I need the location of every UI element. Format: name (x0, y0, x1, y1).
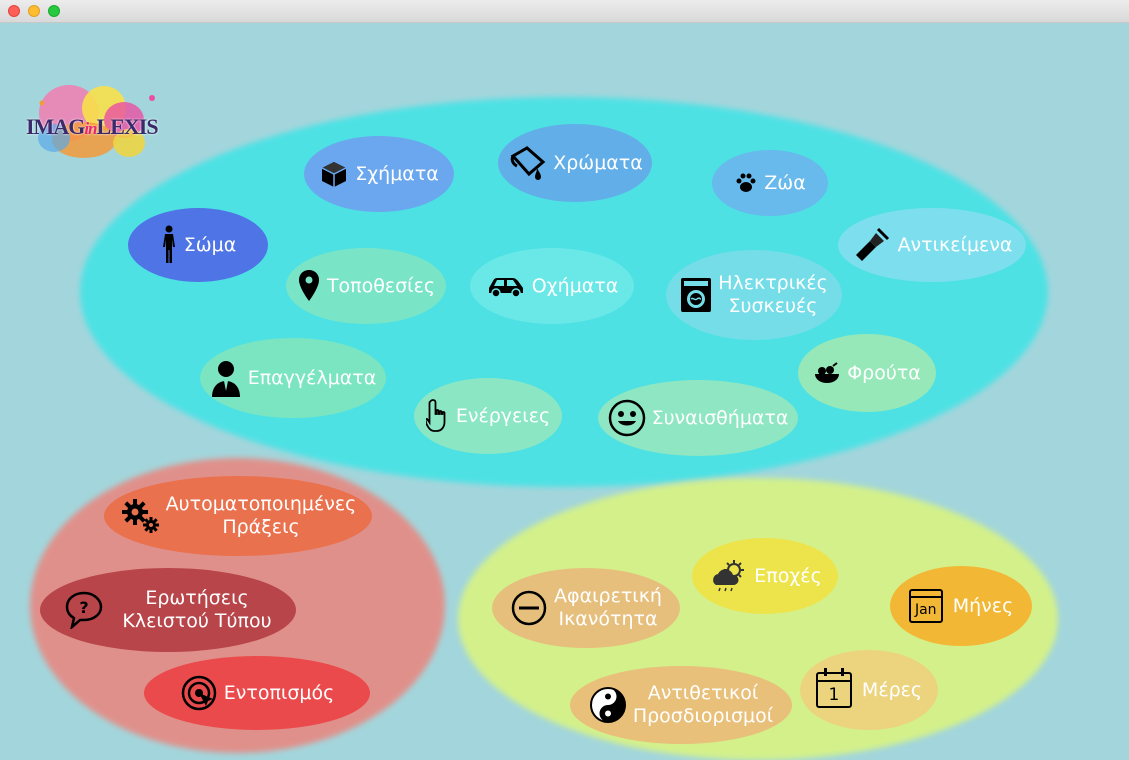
action-automatopoiimenes-label: Αυτοματοποιημένες Πράξεις (165, 493, 357, 538)
category-energeies-label: Ενέργειες (455, 404, 551, 427)
category-soma-button[interactable]: Σώμα (128, 208, 268, 282)
smiley-face-icon (608, 399, 646, 437)
calendar-month-icon: Jan (908, 589, 943, 623)
cube-icon (319, 159, 349, 189)
category-chromata-label: Χρώματα (553, 151, 643, 174)
concept-mines-button[interactable]: Jan Μήνες (890, 566, 1032, 646)
businessman-icon (210, 359, 242, 397)
zoom-window-button[interactable] (48, 5, 60, 17)
concept-antithetikoi-label: Αντιθετικοί Προσδιορισμοί (632, 682, 774, 727)
minus-circle-icon (510, 589, 548, 627)
category-chromata-button[interactable]: Χρώματα (498, 124, 652, 202)
category-epaggelmata-label: Επαγγέλματα (247, 366, 377, 389)
concept-meres-label: Μέρες (861, 678, 923, 701)
category-energeies-button[interactable]: Ενέργειες (414, 378, 562, 454)
concept-meres-button[interactable]: 1 Μέρες (800, 650, 938, 730)
category-topothesies-button[interactable]: Τοποθεσίες (286, 248, 446, 324)
concept-epoches-button[interactable]: Εποχές (692, 538, 838, 614)
logo-text-lexis: LEXIS (96, 114, 159, 139)
calendar-month-text: Jan (914, 602, 937, 618)
logo-text-in: in (84, 119, 97, 138)
weather-sun-cloud-icon (708, 559, 748, 593)
category-frouta-label: Φρούτα (847, 361, 921, 384)
category-zoa-button[interactable]: Ζώα (712, 150, 828, 216)
human-body-icon (160, 225, 178, 265)
category-schimata-label: Σχήματα (355, 162, 439, 185)
concept-epoches-label: Εποχές (754, 564, 822, 587)
fruit-bowl-icon (813, 362, 841, 384)
category-synaisthimata-button[interactable]: Συναισθήματα (598, 380, 798, 456)
imaginlexis-logo: IMAGinLEXIS (24, 78, 164, 173)
calendar-day-text: 1 (828, 685, 840, 705)
category-ochimata-label: Οχήματα (531, 274, 619, 297)
gears-icon (120, 497, 160, 535)
paw-icon (734, 171, 758, 195)
question-bubble-icon: ? (64, 591, 104, 629)
yin-yang-icon (589, 686, 627, 724)
concept-afairetiki-label: Αφαιρετική Ικανότητα (554, 585, 662, 630)
flashlight-icon (852, 225, 892, 265)
category-ochimata-button[interactable]: Οχήματα (470, 248, 634, 324)
action-automatopoiimenes-button[interactable]: Αυτοματοποιημένες Πράξεις (104, 476, 372, 556)
action-erotiseis-button[interactable]: ? Ερωτήσεις Κλειστού Τύπου (40, 568, 296, 652)
category-antikeimena-label: Αντικείμενα (897, 233, 1013, 256)
category-zoa-label: Ζώα (764, 171, 806, 194)
calendar-day-icon: 1 (815, 668, 852, 708)
window-titlebar (0, 0, 1129, 23)
paint-bucket-icon (507, 144, 547, 182)
washing-machine-icon (680, 277, 712, 313)
category-topothesies-label: Τοποθεσίες (326, 274, 436, 297)
category-soma-label: Σώμα (183, 233, 237, 256)
car-icon (486, 274, 526, 298)
location-pin-icon (297, 269, 321, 303)
concept-mines-label: Μήνες (952, 594, 1014, 617)
action-entopismos-button[interactable]: Εντοπισμός (144, 656, 370, 730)
target-cursor-icon (180, 674, 218, 712)
category-antikeimena-button[interactable]: Αντικείμενα (838, 208, 1026, 282)
logo-text: IMAG (26, 114, 85, 139)
minimize-window-button[interactable] (28, 5, 40, 17)
category-synaisthimata-label: Συναισθήματα (651, 406, 789, 429)
close-window-button[interactable] (8, 5, 20, 17)
pointing-hand-icon (425, 398, 450, 434)
concept-afairetiki-button[interactable]: Αφαιρετική Ικανότητα (492, 568, 680, 648)
category-frouta-button[interactable]: Φρούτα (798, 334, 936, 412)
action-erotiseis-label: Ερωτήσεις Κλειστού Τύπου (122, 587, 272, 632)
concept-antithetikoi-button[interactable]: Αντιθετικοί Προσδιορισμοί (570, 666, 792, 744)
svg-text:?: ? (80, 598, 89, 617)
category-schimata-button[interactable]: Σχήματα (304, 136, 454, 212)
action-entopismos-label: Εντοπισμός (223, 681, 335, 704)
category-epaggelmata-button[interactable]: Επαγγέλματα (200, 338, 386, 418)
category-ilektrikes-button[interactable]: Ηλεκτρικές Συσκευές (666, 250, 842, 340)
category-ilektrikes-label: Ηλεκτρικές Συσκευές (718, 272, 828, 317)
